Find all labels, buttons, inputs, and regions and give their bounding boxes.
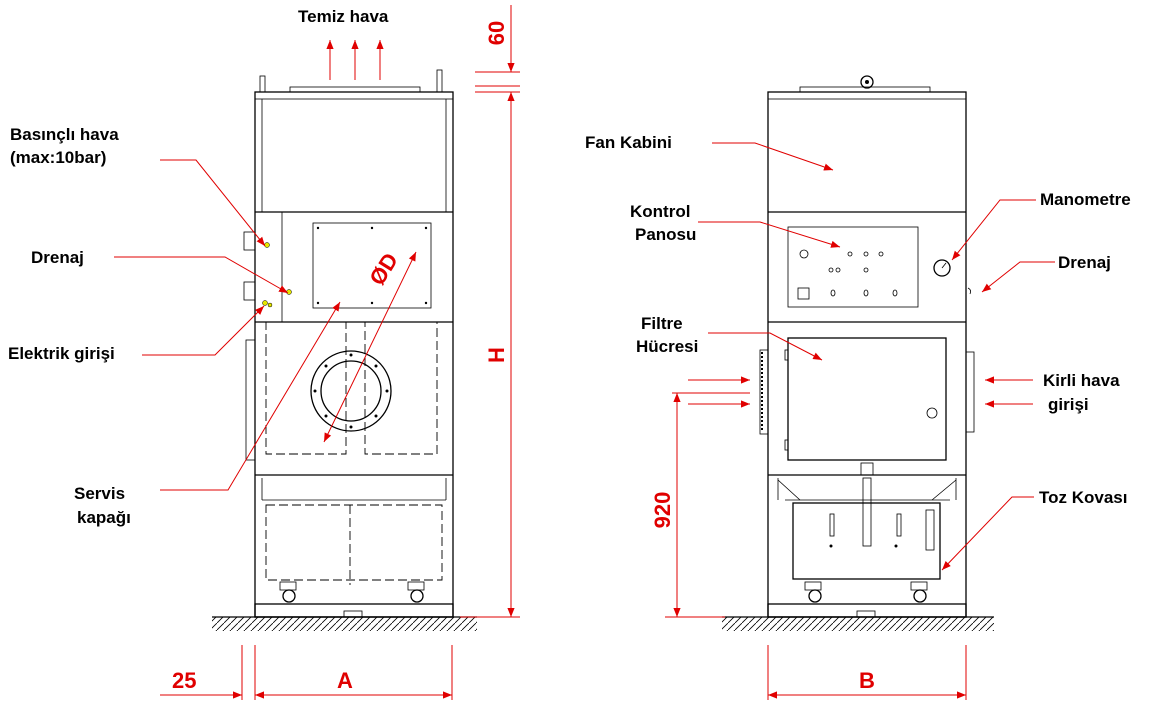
dust-bucket bbox=[792, 502, 941, 580]
dim-25: 25 bbox=[172, 668, 196, 693]
cabinet-outline-left bbox=[254, 91, 454, 618]
label-electric-inlet: Elektrik girişi bbox=[8, 344, 115, 363]
label-filter-cell-2: Hücresi bbox=[636, 337, 698, 356]
label-dirty-air-2: girişi bbox=[1048, 395, 1089, 414]
side-view bbox=[212, 69, 477, 631]
ground-hatch-right bbox=[722, 617, 994, 631]
control-panel-box bbox=[787, 226, 919, 308]
label-compressed-air: Basınçlı hava bbox=[10, 125, 119, 144]
label-control-panel-2: Panosu bbox=[635, 225, 696, 244]
label-service-cover-2: kapağı bbox=[77, 508, 131, 527]
label-manometer: Manometre bbox=[1040, 190, 1131, 209]
label-dust-bucket: Toz Kovası bbox=[1039, 488, 1127, 507]
label-control-panel: Kontrol bbox=[630, 202, 690, 221]
label-drain-right: Drenaj bbox=[1058, 253, 1111, 272]
dim-920: 920 bbox=[650, 492, 675, 529]
label-compressed-air-max: (max:10bar) bbox=[10, 148, 106, 167]
label-filter-cell: Filtre bbox=[641, 314, 683, 333]
label-drain-left: Drenaj bbox=[31, 248, 84, 267]
cabinet-outline-right bbox=[767, 91, 967, 618]
filter-door bbox=[787, 337, 947, 461]
label-fan-cabinet: Fan Kabini bbox=[585, 133, 672, 152]
manometer-gauge bbox=[933, 259, 951, 277]
dust-bucket-hidden bbox=[265, 504, 443, 581]
dim-60: 60 bbox=[484, 21, 509, 45]
dim-h: H bbox=[484, 347, 509, 363]
label-service-cover: Servis bbox=[74, 484, 125, 503]
inlet-flange-outer bbox=[310, 350, 392, 432]
dim-b: B bbox=[859, 668, 875, 693]
front-view bbox=[722, 75, 994, 631]
label-dirty-air: Kirli hava bbox=[1043, 371, 1120, 390]
dim-a: A bbox=[337, 668, 353, 693]
ground-hatch-left bbox=[212, 617, 477, 631]
label-clean-air: Temiz hava bbox=[298, 7, 389, 26]
dim-diameter: ØD bbox=[364, 248, 403, 289]
